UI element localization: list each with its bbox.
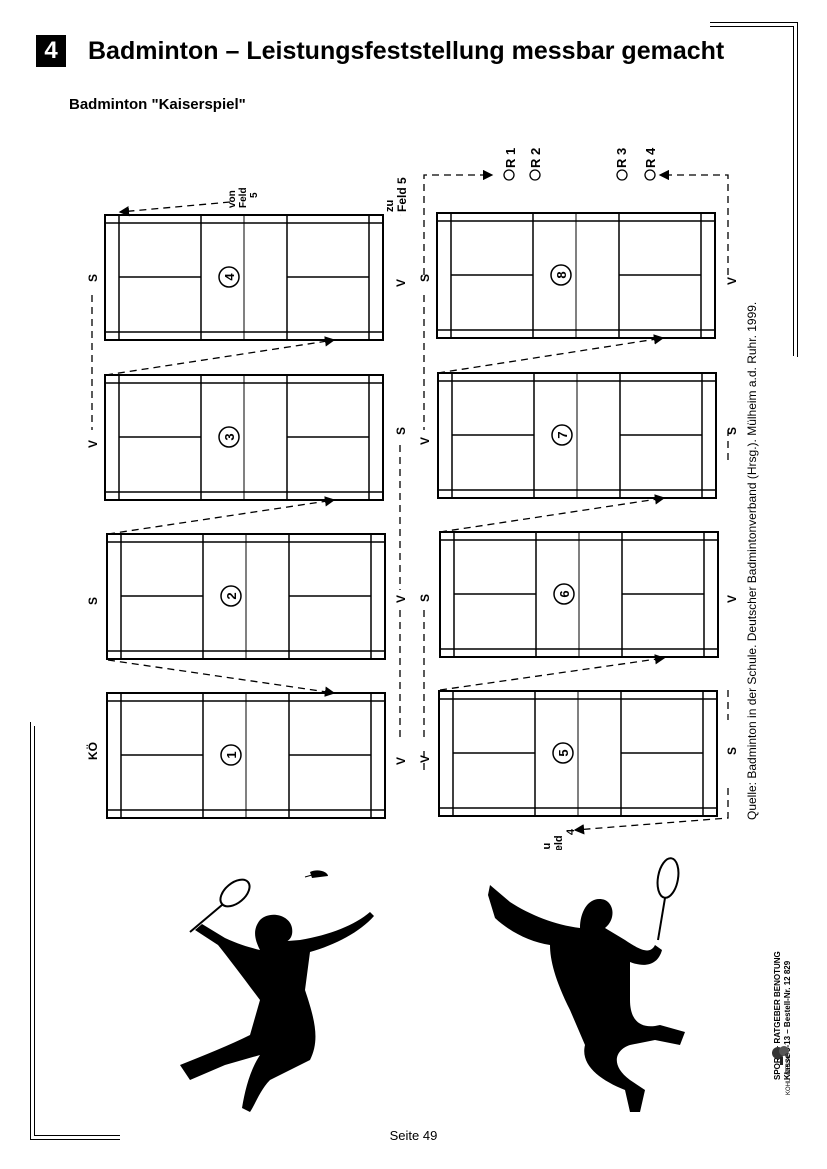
court-number: 4	[222, 273, 237, 281]
label-v: V	[418, 437, 432, 445]
source-citation: Quelle: Badminton in der Schule. Deutsch…	[745, 275, 775, 820]
page-number: Seite 49	[389, 1128, 438, 1143]
label-4: 4	[565, 828, 577, 835]
section-subtitle: Badminton "Kaiserspiel"	[69, 96, 246, 113]
label-v: V	[725, 277, 739, 285]
label-v: V	[394, 595, 408, 603]
frame-top-line-2	[710, 26, 794, 27]
frame-right-line	[797, 22, 798, 357]
label-von: von	[227, 190, 238, 208]
label-s: S	[394, 427, 408, 435]
label-reserve-1: R 1	[503, 148, 518, 168]
court-7: 7	[437, 372, 717, 499]
label-v: V	[394, 757, 408, 765]
chapter-number-badge: 4	[36, 35, 66, 67]
court-4: 4	[104, 214, 384, 341]
publisher-logo: KOHL VERLAG	[772, 1046, 792, 1095]
label-s: S	[418, 274, 432, 282]
court-number: 6	[557, 590, 572, 597]
court-number: 1	[224, 751, 239, 758]
left-player-silhouette	[180, 870, 374, 1112]
label-reserve-2: R 2	[528, 148, 543, 168]
court-number: 5	[556, 749, 571, 756]
court-5: 5	[438, 690, 718, 817]
diagram-labels: S V S KÖ V S V V S V S V V S V S von Fel…	[85, 147, 739, 850]
court-8: 8	[436, 212, 716, 339]
label-s: S	[418, 594, 432, 602]
label-zu: zu	[384, 200, 396, 212]
frame-top-line	[710, 22, 798, 23]
publisher-info: SPORT – RATGEBER BENOTUNG Klasse 5-13 – …	[768, 840, 804, 1080]
label-reserve-3: R 3	[614, 148, 629, 168]
court-3: 3	[104, 374, 384, 501]
label-reserve-4: R 4	[643, 147, 658, 168]
frame-left-line	[30, 722, 31, 1139]
right-player-silhouette	[488, 857, 685, 1112]
label-v: V	[394, 279, 408, 287]
court-number: 3	[222, 433, 237, 440]
label-feld: Feld	[238, 187, 249, 208]
label-v: V	[418, 755, 432, 763]
label-feld: Feld	[553, 835, 565, 850]
court-1: 1	[106, 692, 386, 819]
page-header: 4 Badminton – Leistungsfeststellung mess…	[36, 34, 796, 74]
court-2: 2	[106, 533, 386, 660]
label-s: S	[86, 597, 100, 605]
label-v: V	[725, 595, 739, 603]
court-number: 2	[224, 592, 239, 599]
label-5: 5	[249, 192, 260, 198]
court-number: 8	[554, 271, 569, 278]
page-title: Badminton – Leistungsfeststellung messba…	[88, 37, 725, 65]
label-zu: zu	[541, 843, 553, 850]
label-s: S	[725, 427, 739, 435]
rotation-arrows	[91, 169, 729, 835]
label-feld-5: Feld 5	[395, 177, 409, 212]
label-s: S	[86, 274, 100, 282]
label-v: V	[86, 440, 100, 448]
logo-text: KOHL VERLAG	[786, 1053, 792, 1095]
reserve-markers	[503, 169, 656, 181]
court-number: 7	[555, 431, 570, 438]
label-koenig: KÖ	[85, 742, 100, 760]
frame-left-line-2	[34, 726, 35, 1135]
frame-bottom-line	[30, 1139, 120, 1140]
source-text: Quelle: Badminton in der Schule. Deutsch…	[745, 301, 759, 820]
kaiserspiel-diagram: 4 3 2 1 8 7 6 5	[85, 147, 739, 850]
badminton-players-illustration	[180, 857, 685, 1112]
frame-right-line-2	[793, 26, 794, 356]
label-s: S	[725, 747, 739, 755]
court-6: 6	[439, 531, 719, 658]
frame-bottom-line-2	[34, 1135, 120, 1136]
